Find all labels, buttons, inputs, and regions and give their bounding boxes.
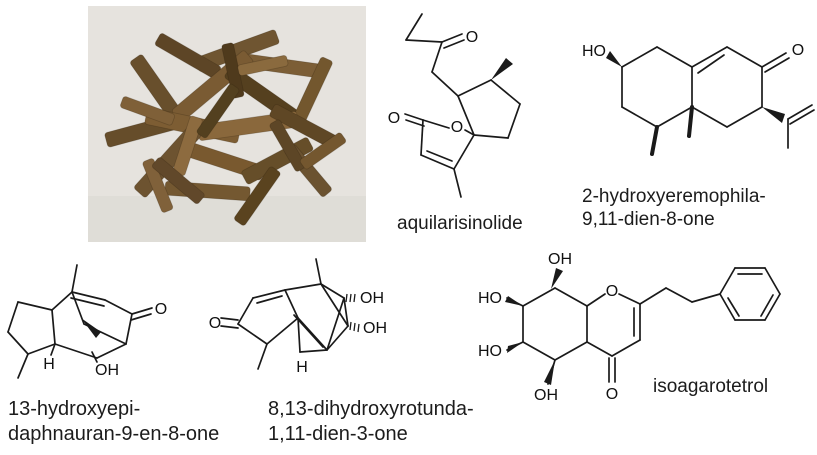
- structure-isoagarotetrol: OH HO HO OH O O: [460, 250, 817, 435]
- atom-o-ketone: O: [155, 301, 167, 318]
- atom-o-ketone: O: [606, 386, 618, 403]
- structure-daphnauranone: O OH H: [2, 252, 177, 398]
- caption-rotundanone: 8,13-dihydroxyrotunda- 1,11-dien-3-one: [268, 397, 474, 447]
- wood-chips: [104, 29, 347, 226]
- caption-rotundanone-line2: 1,11-dien-3-one: [268, 423, 408, 445]
- atom-o-chain: O: [466, 29, 478, 46]
- rotundanone-hash-bonds: [345, 293, 360, 333]
- atom-oh: OH: [95, 362, 119, 379]
- isoagarotetrol-bonds: [506, 267, 781, 385]
- caption-eremophilanone: 2-hydroxyeremophila- 9,11-dien-8-one: [582, 185, 766, 231]
- atom-o-ketone: O: [792, 42, 804, 59]
- caption-daphnauranone-line1: 13-hydroxyepi-: [8, 398, 141, 420]
- atom-o-ketone: O: [209, 315, 221, 332]
- caption-aquilarisinolide: aquilarisinolide: [397, 213, 523, 234]
- atom-ho-lower: HO: [478, 343, 502, 360]
- atom-h: H: [43, 356, 55, 373]
- caption-rotundanone-line1: 8,13-dihydroxyrotunda-: [268, 398, 474, 420]
- wedge-bond: [81, 318, 101, 338]
- agarwood-photo-art: [88, 6, 366, 242]
- structure-rotundanone: O OH OH H: [205, 252, 400, 398]
- atom-oh-bottom: OH: [534, 387, 558, 404]
- atom-oh-top: OH: [548, 251, 572, 268]
- caption-isoagarotetrol: isoagarotetrol: [653, 376, 769, 397]
- caption-eremophilanone-line1: 2-hydroxyeremophila-: [582, 186, 766, 207]
- wedge-methyl: [491, 58, 513, 80]
- atom-o-lactone: O: [388, 110, 400, 127]
- caption-daphnauranone-line2: daphnauran-9-en-8-one: [8, 423, 220, 445]
- agarwood-photo: [88, 6, 366, 242]
- atom-oh-lower: OH: [363, 320, 387, 337]
- atom-oh-upper: OH: [360, 290, 384, 307]
- structure-aquilarisinolide: O O O: [378, 8, 568, 213]
- rotundanone-bonds: [220, 258, 349, 370]
- photo-shadow: [88, 196, 366, 242]
- caption-daphnauranone: 13-hydroxyepi- daphnauran-9-en-8-one: [8, 397, 219, 447]
- daphnauranone-bonds: [7, 264, 153, 379]
- atom-o-ring: O: [606, 283, 618, 300]
- eremophilanone-stereo: [606, 51, 785, 156]
- atom-o-ring: O: [451, 119, 463, 136]
- isoagarotetrol-stereo: [505, 268, 563, 385]
- aquilarisinolide-bonds: [404, 13, 521, 198]
- atom-ho-upper: HO: [478, 290, 502, 307]
- structure-eremophilanone: HO O: [572, 22, 817, 184]
- eremophilanone-bonds: [621, 46, 815, 149]
- caption-eremophilanone-line2: 9,11-dien-8-one: [582, 209, 715, 230]
- atom-ho: HO: [582, 43, 606, 60]
- atom-h: H: [296, 359, 308, 376]
